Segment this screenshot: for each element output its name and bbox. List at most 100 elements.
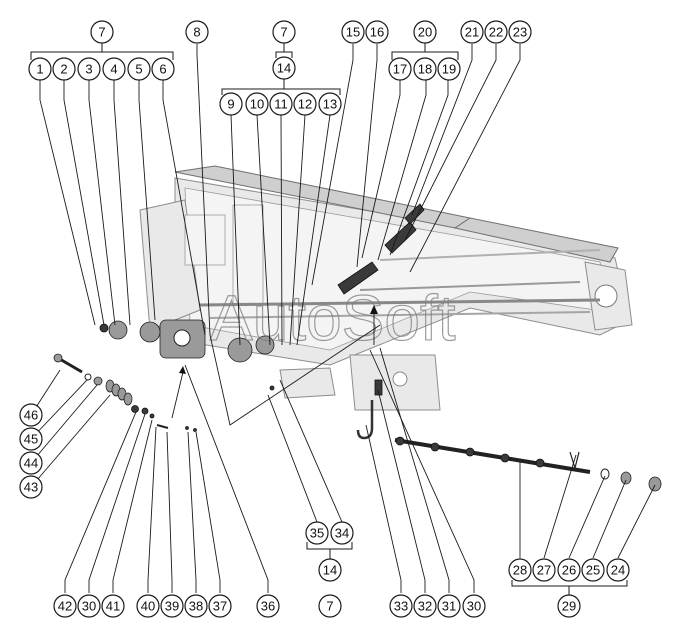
- callout-37: 37: [208, 594, 232, 618]
- callout-group-7-top-mid: 7: [272, 20, 296, 44]
- callout-11: 11: [269, 92, 293, 116]
- leader-lines: [30, 44, 656, 593]
- svg-text:35: 35: [310, 526, 324, 541]
- svg-text:7: 7: [326, 599, 333, 614]
- callout-3: 3: [77, 57, 101, 81]
- svg-text:23: 23: [513, 25, 527, 40]
- callout-18: 18: [413, 57, 437, 81]
- svg-text:40: 40: [141, 599, 155, 614]
- callout-8: 8: [185, 20, 209, 44]
- svg-text:27: 27: [537, 563, 551, 578]
- svg-text:45: 45: [24, 432, 38, 447]
- svg-text:7: 7: [280, 25, 287, 40]
- svg-text:5: 5: [135, 62, 142, 77]
- callout-28: 28: [508, 558, 532, 582]
- svg-text:26: 26: [562, 563, 576, 578]
- callout-24: 24: [606, 558, 630, 582]
- svg-text:9: 9: [227, 97, 234, 112]
- svg-text:20: 20: [418, 25, 432, 40]
- callout-40: 40: [136, 594, 160, 618]
- callout-42: 42: [53, 594, 77, 618]
- callout-6: 6: [151, 57, 175, 81]
- callout-5: 5: [127, 57, 151, 81]
- svg-text:44: 44: [24, 456, 38, 471]
- callout-4: 4: [102, 57, 126, 81]
- svg-text:6: 6: [159, 62, 166, 77]
- svg-text:28: 28: [513, 563, 527, 578]
- svg-text:43: 43: [24, 480, 38, 495]
- callout-25: 25: [581, 558, 605, 582]
- svg-text:1: 1: [36, 62, 43, 77]
- svg-text:41: 41: [106, 599, 120, 614]
- callout-21: 21: [460, 20, 484, 44]
- svg-text:4: 4: [110, 62, 117, 77]
- svg-text:15: 15: [346, 25, 360, 40]
- svg-text:25: 25: [586, 563, 600, 578]
- callout-41: 41: [101, 594, 125, 618]
- callout-46: 46: [19, 403, 43, 427]
- callout-12: 12: [293, 92, 317, 116]
- callout-19: 19: [437, 57, 461, 81]
- callout-group-7-top-left: 7: [90, 20, 114, 44]
- svg-text:16: 16: [370, 25, 384, 40]
- callout-43: 43: [19, 475, 43, 499]
- callout-26: 26: [557, 558, 581, 582]
- part-callouts: 1 2 3 4 5 6 7 8 7 14 9 10 11 12 13 15 16…: [19, 20, 630, 618]
- callout-35: 35: [305, 521, 329, 545]
- callout-group-29: 29: [557, 594, 581, 618]
- callout-group-7-bottom: 7: [318, 594, 342, 618]
- svg-text:32: 32: [418, 599, 432, 614]
- svg-text:38: 38: [189, 599, 203, 614]
- svg-text:14: 14: [277, 61, 291, 76]
- svg-text:17: 17: [393, 62, 407, 77]
- callout-44: 44: [19, 451, 43, 475]
- callout-39: 39: [160, 594, 184, 618]
- svg-text:30: 30: [82, 599, 96, 614]
- callout-17: 17: [388, 57, 412, 81]
- svg-text:31: 31: [442, 599, 456, 614]
- callout-32: 32: [413, 594, 437, 618]
- svg-text:12: 12: [298, 97, 312, 112]
- svg-text:22: 22: [489, 25, 503, 40]
- callout-10: 10: [245, 92, 269, 116]
- svg-text:8: 8: [193, 25, 200, 40]
- chassis-frame: [99, 165, 633, 411]
- callout-34: 34: [330, 521, 354, 545]
- svg-text:46: 46: [24, 408, 38, 423]
- svg-text:10: 10: [250, 97, 264, 112]
- callout-45: 45: [19, 427, 43, 451]
- watermark-text: AutoSoft: [210, 282, 456, 354]
- svg-text:33: 33: [394, 599, 408, 614]
- svg-text:30: 30: [467, 599, 481, 614]
- svg-text:18: 18: [418, 62, 432, 77]
- callout-22: 22: [484, 20, 508, 44]
- svg-text:7: 7: [98, 25, 105, 40]
- svg-text:39: 39: [165, 599, 179, 614]
- svg-text:2: 2: [60, 62, 67, 77]
- svg-text:11: 11: [274, 97, 288, 112]
- svg-text:42: 42: [58, 599, 72, 614]
- loose-parts: [53, 353, 662, 492]
- callout-1: 1: [28, 57, 52, 81]
- svg-text:36: 36: [261, 599, 275, 614]
- svg-text:14: 14: [323, 563, 337, 578]
- callout-15: 15: [341, 20, 365, 44]
- callout-group-14-top-mid: 14: [272, 56, 296, 80]
- svg-text:34: 34: [335, 526, 349, 541]
- callout-2: 2: [52, 57, 76, 81]
- svg-text:3: 3: [85, 62, 92, 77]
- callout-16: 16: [365, 20, 389, 44]
- callout-31: 31: [437, 594, 461, 618]
- svg-text:21: 21: [465, 25, 479, 40]
- callout-23: 23: [508, 20, 532, 44]
- callout-38: 38: [184, 594, 208, 618]
- group-brackets: [30, 42, 628, 596]
- svg-text:29: 29: [562, 599, 576, 614]
- svg-text:13: 13: [323, 97, 337, 112]
- callout-33: 33: [389, 594, 413, 618]
- svg-text:37: 37: [213, 599, 227, 614]
- callout-group-20: 20: [413, 20, 437, 44]
- callout-30-right: 30: [462, 594, 486, 618]
- callout-30-left: 30: [77, 594, 101, 618]
